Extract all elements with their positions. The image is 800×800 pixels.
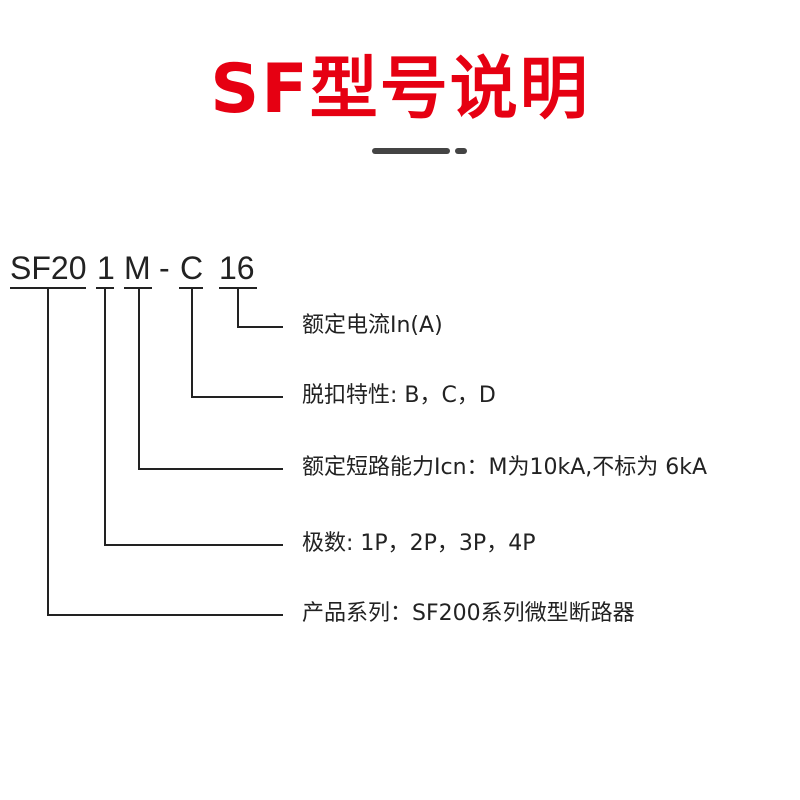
- connector-breaking-capacity-v: [138, 288, 140, 470]
- connector-poles-h: [104, 544, 283, 546]
- desc-trip-curve: 脱扣特性: B，C，D: [302, 383, 496, 408]
- connector-series-h: [47, 614, 283, 616]
- connector-poles-v: [104, 288, 106, 546]
- connector-breaking-capacity-h: [138, 468, 283, 470]
- code-dash: -: [159, 250, 170, 286]
- code-rated-current: 16: [219, 250, 255, 286]
- connector-series-v: [47, 288, 49, 616]
- code-breaking-capacity: M: [124, 250, 151, 286]
- title-underline-long: [372, 148, 450, 154]
- desc-breaking-capacity: 额定短路能力Icn：M为10kA,不标为 6kA: [302, 455, 708, 480]
- code-series: SF20: [10, 250, 87, 286]
- title-underline-short: [455, 148, 467, 154]
- desc-series: 产品系列：SF200系列微型断路器: [302, 601, 635, 626]
- connector-trip-curve-h: [191, 396, 283, 398]
- code-trip-curve: C: [180, 250, 204, 286]
- connector-trip-curve-v: [191, 288, 193, 398]
- code-poles: 1: [97, 250, 115, 286]
- page-title: SF型号说明: [210, 50, 590, 129]
- desc-rated-current: 额定电流In(A): [302, 313, 443, 338]
- connector-rated-current-h: [237, 326, 283, 328]
- desc-poles: 极数: 1P，2P，3P，4P: [302, 531, 536, 556]
- connector-rated-current-v: [237, 288, 239, 328]
